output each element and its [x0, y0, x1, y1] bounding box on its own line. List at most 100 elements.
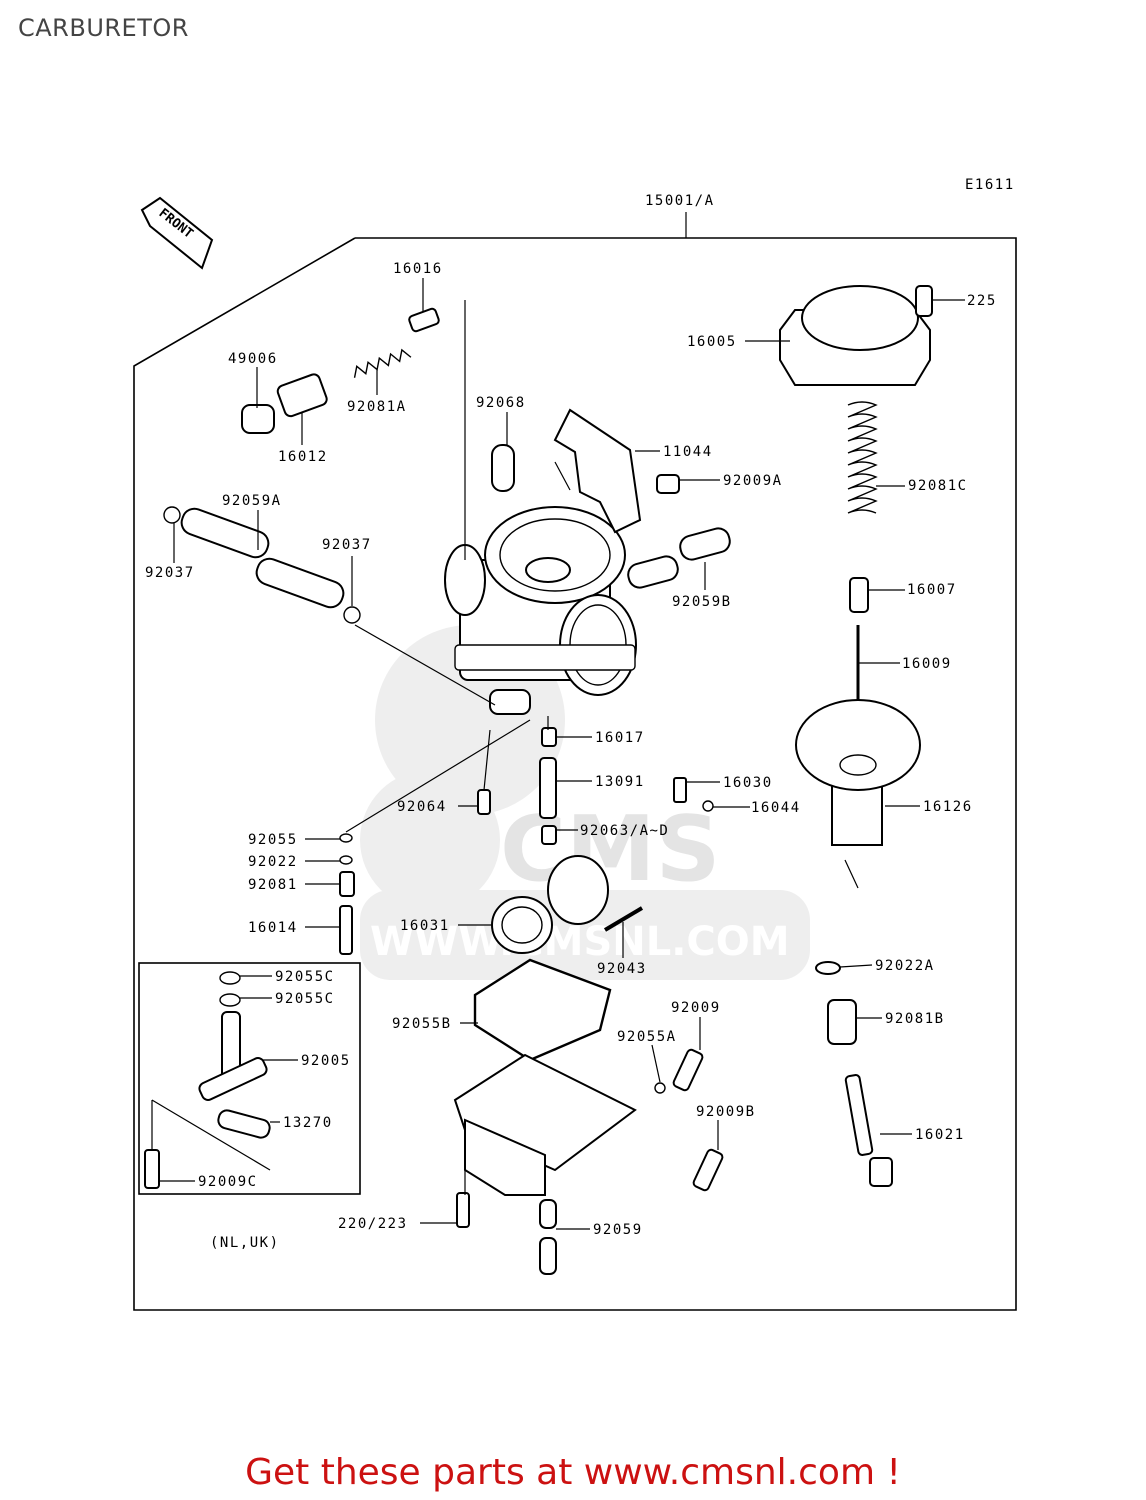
part-92055c-b: [219, 993, 241, 1007]
part-16017: [541, 727, 557, 747]
assembly-outline: [133, 237, 1017, 1311]
watermark-logo: CMS WWW.CMSNL.COM: [360, 625, 810, 980]
callout-16030: 16030: [723, 775, 773, 791]
callout-11044: 11044: [663, 444, 713, 460]
inset-region-label: (NL,UK): [210, 1235, 280, 1251]
part-92081c-spring: [847, 401, 878, 514]
part-92059-tube-b: [539, 1237, 557, 1275]
callout-92009a: 92009A: [723, 473, 783, 489]
part-92022: [339, 855, 353, 865]
callout-92005: 92005: [301, 1053, 351, 1069]
callout-16007: 16007: [907, 582, 957, 598]
watermark-url: WWW.CMSNL.COM: [370, 919, 790, 965]
callout-92068: 92068: [476, 395, 526, 411]
assembly-label: 15001/A: [645, 193, 715, 209]
callout-92059a: 92059A: [222, 493, 282, 509]
call-to-action-link[interactable]: Get these parts at www.cmsnl.com !: [245, 1452, 901, 1493]
part-16007: [849, 577, 869, 613]
part-92081b-spring: [827, 999, 857, 1045]
page-title: CARBURETOR: [18, 14, 189, 42]
part-13270: [217, 1109, 271, 1139]
callout-13091: 13091: [595, 774, 645, 790]
callout-16005: 16005: [687, 334, 737, 350]
callout-92055: 92055: [248, 832, 298, 848]
part-92059b-hose-1: [627, 555, 679, 589]
callout-49006: 49006: [228, 351, 278, 367]
part-92063: [541, 825, 557, 845]
inset-box: [138, 962, 361, 1195]
callout-16009: 16009: [902, 656, 952, 672]
callout-92081c: 92081C: [908, 478, 968, 494]
callout-16044: 16044: [751, 800, 801, 816]
callout-92081a: 92081A: [347, 399, 407, 415]
part-16126-slide: [795, 699, 921, 846]
part-92009: [672, 1048, 704, 1092]
callout-92055c-b: 92055C: [275, 991, 335, 1007]
leader-lines: [151, 278, 965, 1230]
part-92059a-hose-1: [180, 507, 270, 559]
part-92043: [603, 906, 644, 932]
callout-92043: 92043: [597, 961, 647, 977]
part-92055c-a: [219, 971, 241, 985]
callout-92037-a: 92037: [322, 537, 372, 553]
part-92037-clip-a: [163, 506, 181, 524]
part-92064: [477, 789, 491, 815]
part-92055a: [654, 1082, 666, 1094]
callout-16012: 16012: [278, 449, 328, 465]
callout-16016: 16016: [393, 261, 443, 277]
callout-92055c-a: 92055C: [275, 969, 335, 985]
part-92022a: [815, 961, 841, 975]
callout-13270: 13270: [283, 1115, 333, 1131]
watermark-brand: CMS: [500, 797, 720, 902]
part-16021-screw: [844, 1074, 893, 1187]
carburetor-body: [444, 506, 637, 715]
part-92055b-gasket: [473, 958, 612, 1062]
callout-16014: 16014: [248, 920, 298, 936]
callout-92064: 92064: [397, 799, 447, 815]
part-92081a-spring: [353, 348, 412, 378]
part-92009a: [656, 474, 680, 494]
callout-92009b: 92009B: [696, 1104, 756, 1120]
callout-92022: 92022: [248, 854, 298, 870]
callout-92081: 92081: [248, 877, 298, 893]
part-13091: [539, 757, 557, 819]
callout-225: 225: [967, 293, 997, 309]
part-float-bowl: [453, 1053, 637, 1196]
part-16012: [276, 373, 328, 418]
callout-92037-b: 92037: [145, 565, 195, 581]
diagram-code: E1611: [965, 177, 1015, 193]
part-16044: [702, 800, 714, 812]
callout-labels: 16016 49006 92081A 16012 92068 11044 920…: [145, 261, 997, 1238]
part-49006: [241, 404, 275, 434]
part-92009b: [692, 1148, 724, 1192]
part-92055: [339, 833, 353, 843]
part-92009c: [144, 1149, 160, 1189]
callout-92059b: 92059B: [672, 594, 732, 610]
part-16016: [408, 307, 440, 333]
callout-16021: 16021: [915, 1127, 965, 1143]
part-220-223: [456, 1192, 470, 1228]
part-92068: [491, 444, 515, 492]
part-92037-clip-b: [343, 606, 361, 624]
callout-16031: 16031: [400, 918, 450, 934]
callout-220-223: 220/223: [338, 1216, 408, 1232]
part-16005-cover: [779, 285, 931, 386]
callout-16017: 16017: [595, 730, 645, 746]
callout-92055b: 92055B: [392, 1016, 452, 1032]
part-92081-spring: [339, 871, 355, 897]
callout-92022a: 92022A: [875, 958, 935, 974]
part-225-screw: [915, 285, 933, 317]
part-16031-intake: [491, 855, 609, 954]
callout-92009: 92009: [671, 1000, 721, 1016]
part-92005-fitting: [198, 1011, 268, 1101]
callout-92055a: 92055A: [617, 1029, 677, 1045]
callout-92063: 92063/A~D: [580, 823, 669, 839]
part-16030: [673, 777, 687, 803]
part-92059a-hose-2: [255, 557, 345, 609]
part-16014: [339, 905, 353, 955]
callout-16126: 16126: [923, 799, 973, 815]
callout-92081b: 92081B: [885, 1011, 945, 1027]
part-92059b-hose-2: [679, 527, 731, 561]
callout-92009c: 92009C: [198, 1174, 258, 1190]
